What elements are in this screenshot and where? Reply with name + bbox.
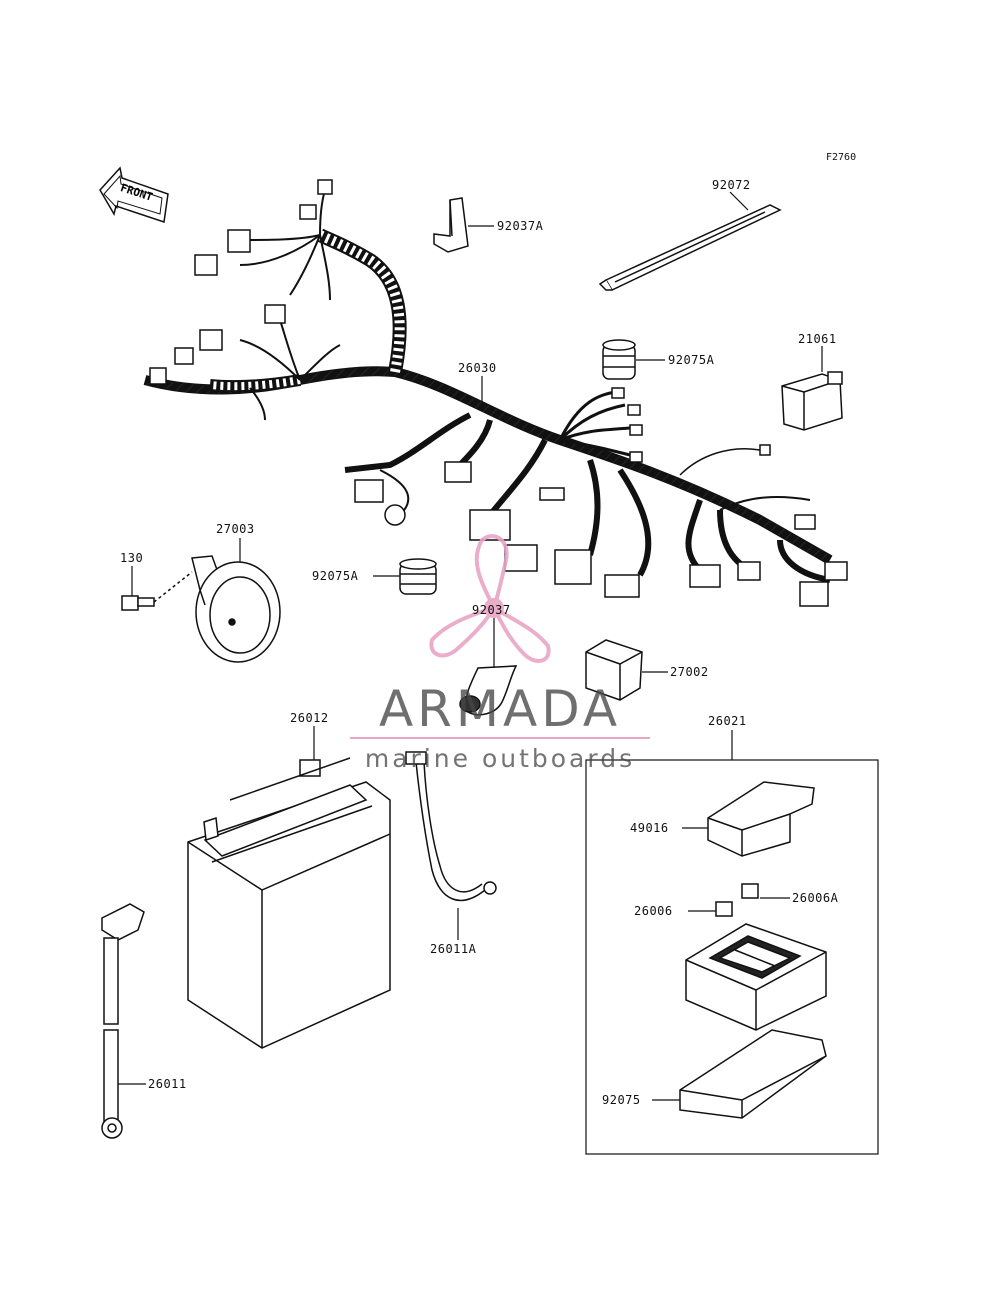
wiring-harness-drawing <box>143 189 833 583</box>
part-label-26011: 26011 <box>148 1077 187 1091</box>
part-label-92072: 92072 <box>712 178 751 192</box>
damper-92075a-top-drawing <box>602 339 636 380</box>
cable-26011-drawing <box>101 903 145 1139</box>
front-arrow-icon <box>99 166 169 223</box>
part-label-92075a-mid: 92075A <box>312 569 359 583</box>
part-label-130: 130 <box>120 551 144 565</box>
tray-92075-drawing <box>679 1029 827 1119</box>
armada-propeller-logo <box>429 534 551 663</box>
part-label-26021: 26021 <box>708 714 747 728</box>
part-label-92037a: 92037A <box>497 219 544 233</box>
horn-27003-drawing <box>191 555 281 663</box>
part-label-49016: 49016 <box>630 821 669 835</box>
watermark-title: ARMADA <box>378 680 622 738</box>
part-label-92075a-top: 92075A <box>668 353 715 367</box>
bolt-130-drawing <box>121 571 193 611</box>
part-label-26030: 26030 <box>458 361 497 375</box>
part-label-26006a: 26006A <box>792 891 839 905</box>
cover-49016-drawing <box>707 781 815 857</box>
battery-26012-drawing <box>187 757 391 1049</box>
part-label-92075: 92075 <box>602 1093 641 1107</box>
cable-26011a-drawing <box>405 751 497 901</box>
part-label-27003: 27003 <box>216 522 255 536</box>
clamp-92037-drawing <box>459 665 518 716</box>
band-92072-drawing <box>598 204 782 291</box>
fuse-box-body-drawing <box>685 923 827 1031</box>
watermark-subtitle: marine outboards <box>364 744 636 773</box>
part-label-26012: 26012 <box>290 711 329 725</box>
damper-92075a-mid-drawing <box>399 558 437 595</box>
leader-lines <box>118 191 823 1101</box>
bracket-92037a-drawing <box>433 197 469 253</box>
fuse-26006-drawing <box>715 883 759 917</box>
part-label-92037: 92037 <box>472 603 511 617</box>
part-label-21061: 21061 <box>798 332 837 346</box>
unit-27002-drawing <box>585 639 643 701</box>
part-label-26011a: 26011A <box>430 942 477 956</box>
relay-21061-drawing <box>781 371 843 431</box>
part-label-26006: 26006 <box>634 904 673 918</box>
figure-code: F2760 <box>826 152 857 163</box>
harness-connectors-drawing <box>149 179 848 607</box>
part-label-27002: 27002 <box>670 665 709 679</box>
